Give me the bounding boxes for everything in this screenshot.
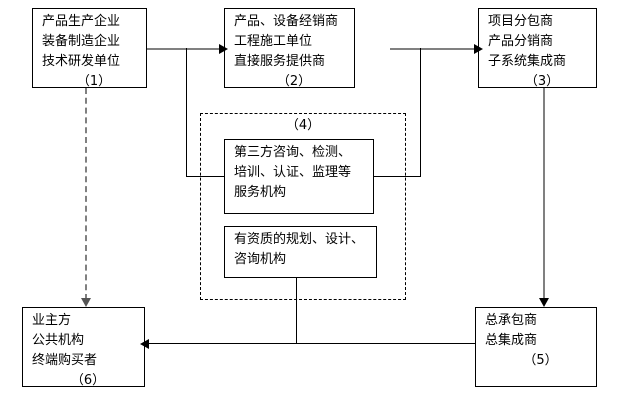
connector-distributors-to-subcontractors xyxy=(390,48,478,50)
node-qualified-planning-line-2: 咨询机构 xyxy=(234,252,287,267)
arrowhead-to-owners-horizontal xyxy=(140,339,149,349)
connector-right-drop-to-third-party xyxy=(420,48,421,176)
node-third-party-services-line-3: 服务机构 xyxy=(234,185,287,200)
node-third-party-services[interactable]: 第三方咨询、检测、 培训、认证、监理等 服务机构 xyxy=(224,139,374,214)
node-distributors-number: （2） xyxy=(276,74,312,88)
arrowhead-to-owners xyxy=(81,298,91,307)
node-producers-line-1: 产品生产企业 xyxy=(42,14,121,29)
node-distributors[interactable]: 产品、设备经销商 工程施工单位 直接服务提供商 （2） xyxy=(224,8,355,88)
node-third-party-services-line-1: 第三方咨询、检测、 xyxy=(234,145,352,160)
node-distributors-line-3: 直接服务提供商 xyxy=(234,54,326,69)
arrowhead-to-subcontractors xyxy=(474,44,483,54)
node-subcontractors-line-2: 产品分销商 xyxy=(488,34,554,49)
node-owners-line-2: 公共机构 xyxy=(32,333,85,348)
connector-qualified-planning-to-bottom xyxy=(296,278,297,344)
connector-subcontractors-to-general-contractor xyxy=(543,88,545,300)
node-general-contractor-line-2: 总集成商 xyxy=(485,333,538,348)
connector-general-contractor-to-owners xyxy=(145,343,475,344)
group-label-4: （4） xyxy=(268,118,338,134)
node-qualified-planning-line-1: 有资质的规划、设计、 xyxy=(234,232,365,247)
node-owners[interactable]: 业主方 公共机构 终端购买者 （6） xyxy=(22,307,145,387)
node-owners-number: （6） xyxy=(70,373,106,387)
node-producers[interactable]: 产品生产企业 装备制造企业 技术研发单位 （1） xyxy=(32,8,147,88)
node-general-contractor-number: （5） xyxy=(523,353,558,368)
connector-right-into-third-party xyxy=(374,176,421,177)
connector-left-drop-to-third-party xyxy=(186,48,187,176)
node-subcontractors-number: （3） xyxy=(524,74,560,88)
node-subcontractors[interactable]: 项目分包商 产品分销商 子系统集成商 （3） xyxy=(478,8,597,88)
connector-producers-to-distributors xyxy=(147,48,223,50)
node-owners-line-3: 终端购买者 xyxy=(32,353,98,368)
arrowhead-to-general-contractor xyxy=(539,298,549,307)
node-distributors-line-1: 产品、设备经销商 xyxy=(234,14,339,29)
node-producers-line-3: 技术研发单位 xyxy=(42,54,121,69)
node-owners-line-1: 业主方 xyxy=(32,313,72,328)
arrowhead-to-distributors xyxy=(219,44,228,54)
node-distributors-line-2: 工程施工单位 xyxy=(234,34,313,49)
node-third-party-services-line-2: 培训、认证、监理等 xyxy=(234,165,352,180)
node-subcontractors-line-1: 项目分包商 xyxy=(488,14,554,29)
connector-left-into-third-party xyxy=(186,176,224,177)
node-general-contractor[interactable]: 总承包商 总集成商 （5） xyxy=(475,307,597,387)
node-general-contractor-line-1: 总承包商 xyxy=(485,313,538,328)
node-qualified-planning[interactable]: 有资质的规划、设计、 咨询机构 xyxy=(224,226,377,278)
node-producers-line-2: 装备制造企业 xyxy=(42,34,121,49)
connector-producers-to-owners xyxy=(85,88,87,300)
node-producers-number: （1） xyxy=(76,74,112,88)
group-container-third-party xyxy=(200,113,406,300)
node-subcontractors-line-3: 子系统集成商 xyxy=(488,54,567,69)
